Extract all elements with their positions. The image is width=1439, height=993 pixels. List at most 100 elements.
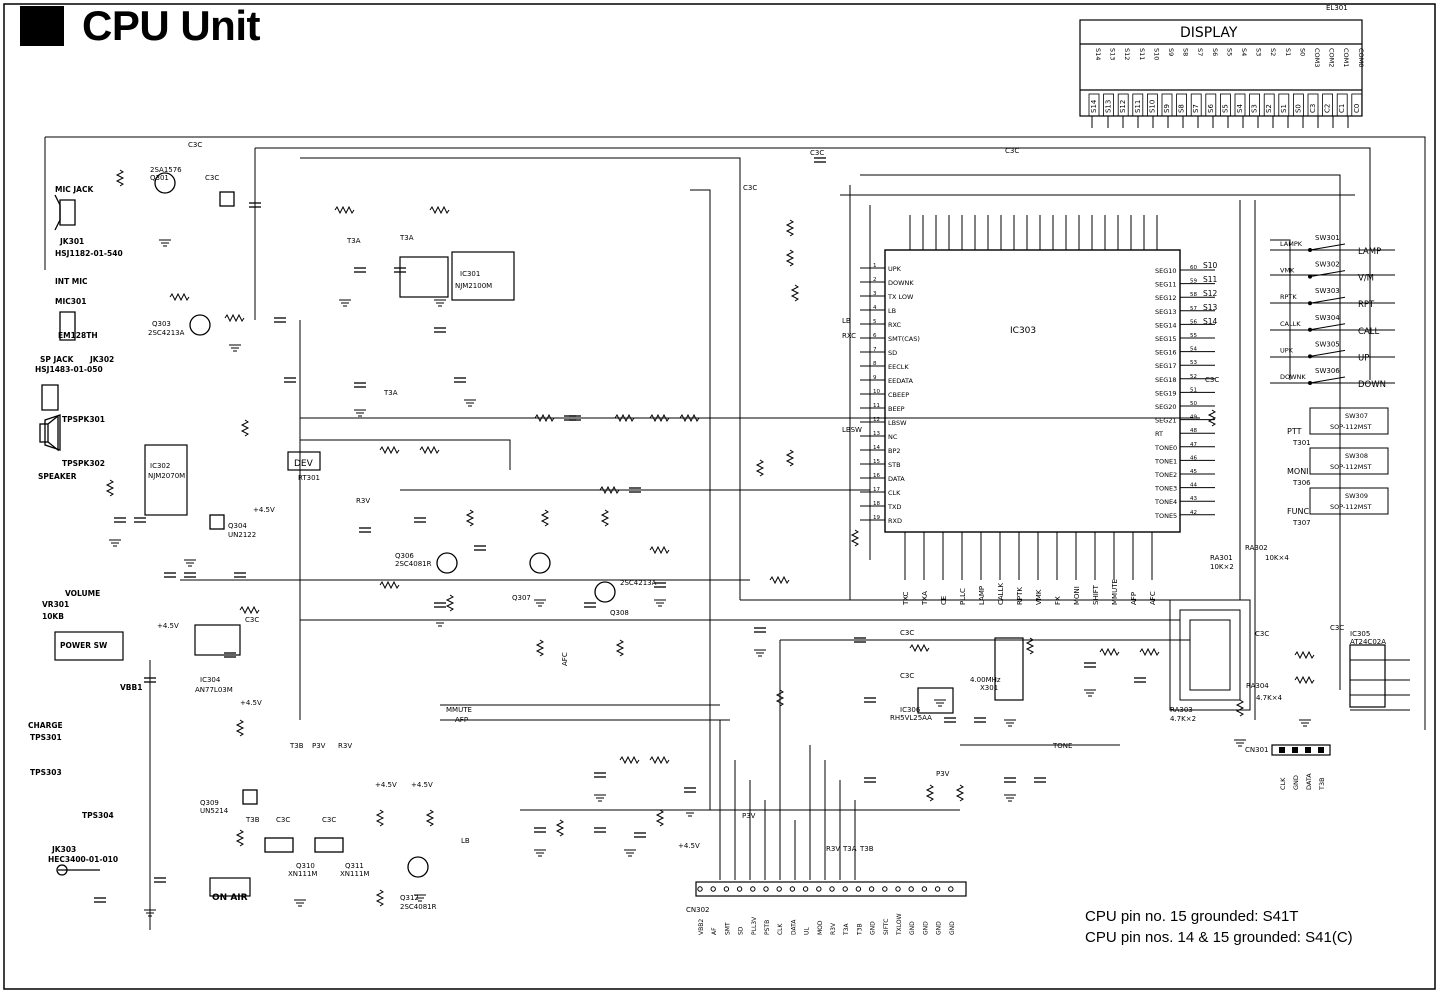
cpu-right-pin-number: 52 bbox=[1190, 374, 1197, 380]
resistor-icon bbox=[445, 594, 455, 612]
charge-label: CHARGE bbox=[28, 721, 63, 730]
display-bottom-pin: S2 bbox=[1265, 104, 1273, 113]
title-square-icon bbox=[20, 6, 64, 46]
resistor-icon bbox=[429, 205, 450, 215]
q304-label: Q304 bbox=[228, 522, 247, 530]
cpu-right-pin-number: 51 bbox=[1190, 387, 1197, 393]
page-title: CPU Unit bbox=[20, 2, 261, 50]
array-labels: RA301 10K×2 RA302 10K×4 RA303 4.7K×2 RA3… bbox=[686, 544, 1289, 914]
dev-label: DEV bbox=[294, 459, 314, 469]
cpu-right-pin-number: 47 bbox=[1190, 442, 1197, 448]
ra304-label: RA304 bbox=[1246, 682, 1269, 690]
q310-part: XN111M bbox=[288, 870, 317, 878]
display-bottom-pin: S1 bbox=[1280, 104, 1288, 113]
ic301-label: IC301 bbox=[460, 270, 480, 278]
resistor-icon bbox=[785, 219, 795, 237]
resistor-icon bbox=[600, 509, 610, 527]
side-switch-function: MONI bbox=[1287, 467, 1309, 476]
cpu-left-pin-label: UPK bbox=[888, 265, 902, 273]
ground-icon bbox=[229, 344, 241, 352]
notes-block: CPU pin no. 15 grounded: S41T CPU pin no… bbox=[1085, 906, 1353, 948]
switch-contact bbox=[1309, 270, 1346, 278]
display-pin-box bbox=[1351, 93, 1363, 117]
lbsw-signal: LBSW bbox=[842, 426, 862, 434]
ground-icon bbox=[434, 299, 446, 307]
display-top-pin: S14 bbox=[1094, 48, 1102, 60]
display-pin-box bbox=[1190, 93, 1202, 117]
afp-signal: AFP bbox=[455, 716, 468, 724]
c3c-i: C3C bbox=[900, 629, 914, 637]
ra302-label: RA302 bbox=[1245, 544, 1268, 552]
q309-part: UN5214 bbox=[200, 807, 229, 815]
ic304-regulator bbox=[194, 624, 241, 656]
q301-part: 2SA1576 bbox=[150, 166, 182, 174]
switch-contact bbox=[1309, 349, 1346, 357]
resistor-icon bbox=[375, 889, 385, 907]
volume-label: VOLUME bbox=[65, 589, 100, 598]
cpu-left-pin-number: 19 bbox=[873, 515, 880, 521]
int-mic-label: INT MIC bbox=[55, 277, 88, 286]
cn302-pin bbox=[776, 886, 782, 892]
cpu-right-pin-label: SEG21 bbox=[1155, 417, 1177, 425]
q307-label: Q307 bbox=[512, 594, 531, 602]
cn301-pin bbox=[1279, 747, 1285, 753]
tpspk301-label: TPSPK301 bbox=[62, 415, 105, 424]
resistor-icon bbox=[235, 829, 245, 847]
cn302-pin bbox=[855, 886, 862, 892]
cn302-pin-label: SIFTC bbox=[883, 919, 890, 935]
resistor-icon bbox=[534, 413, 555, 423]
display-top-pin: S0 bbox=[1298, 48, 1306, 56]
cn302-pin-label: GND bbox=[909, 921, 916, 935]
cn301-label: CN301 bbox=[1245, 746, 1269, 754]
cn302-pin-label: SMT bbox=[724, 922, 731, 935]
cn302-pin-label: VBB2 bbox=[698, 919, 705, 935]
speaker-symbol bbox=[39, 414, 59, 452]
cn302-pin-label: PSTB bbox=[764, 920, 771, 935]
cpu-right-pin-number: 53 bbox=[1190, 360, 1197, 366]
r3v-a: R3V bbox=[338, 742, 352, 750]
switch-node bbox=[1308, 301, 1312, 306]
cpu-right-pin-label: SEG18 bbox=[1155, 376, 1177, 384]
cpu-bottom-pin-label: SHIFT bbox=[1092, 584, 1100, 605]
on-air-label: ON AIR bbox=[212, 893, 248, 903]
v45-c: +4.5V bbox=[411, 781, 433, 789]
ground-icon bbox=[594, 794, 606, 802]
c3c-j: C3C bbox=[900, 672, 914, 680]
transistor-labels: Q301 2SA1576 Q303 2SC4213A Q304 UN2122 Q… bbox=[148, 166, 657, 911]
cn302-pin-label: R3V bbox=[830, 922, 837, 935]
resistor-icon bbox=[790, 284, 800, 302]
resistor-icon bbox=[655, 809, 665, 827]
switch-node bbox=[1308, 354, 1312, 359]
t3a-c: T3A bbox=[383, 389, 398, 397]
cn302-pin bbox=[842, 886, 848, 892]
c3c-k: C3C bbox=[245, 616, 259, 624]
cn302-pin-label: GND bbox=[936, 921, 943, 935]
r3v-c: R3V bbox=[826, 845, 840, 853]
cpu-right-pin-number: 58 bbox=[1190, 292, 1197, 298]
cn302-pin bbox=[802, 886, 809, 892]
cpu-bottom-pin-label: AFC bbox=[1149, 591, 1157, 605]
side-switch-part: SOP-112MST bbox=[1330, 463, 1372, 471]
seg-right-label: S10 bbox=[1203, 261, 1218, 270]
resistor-icon bbox=[679, 413, 700, 423]
cpu-bottom-pin-label: VMK bbox=[1035, 589, 1043, 605]
vr301-label: VR301 bbox=[42, 600, 69, 609]
cpu-left-pin-label: EECLK bbox=[888, 363, 909, 371]
cpu-bottom-pin-label: TXA bbox=[921, 591, 929, 606]
cpu-right-pin-number: 57 bbox=[1190, 306, 1197, 312]
display-pin-box bbox=[1322, 93, 1333, 117]
q304-part: UN2122 bbox=[228, 531, 256, 539]
switch-function: DOWN bbox=[1358, 380, 1386, 390]
display-pin-box bbox=[1220, 93, 1231, 117]
mic301-label: MIC301 bbox=[55, 297, 86, 306]
resistor-icon bbox=[649, 545, 670, 555]
cpu-left-pin-label: BP2 bbox=[888, 447, 901, 455]
cpu-right-pin-label: SEG13 bbox=[1155, 308, 1177, 316]
resistor-icon bbox=[755, 459, 765, 477]
resistor-icon bbox=[334, 205, 355, 215]
ground-icon bbox=[1299, 719, 1311, 727]
cn302-pin-label: DATA bbox=[790, 919, 797, 935]
on-air-led bbox=[209, 877, 251, 897]
resistor-icon bbox=[1099, 647, 1120, 657]
